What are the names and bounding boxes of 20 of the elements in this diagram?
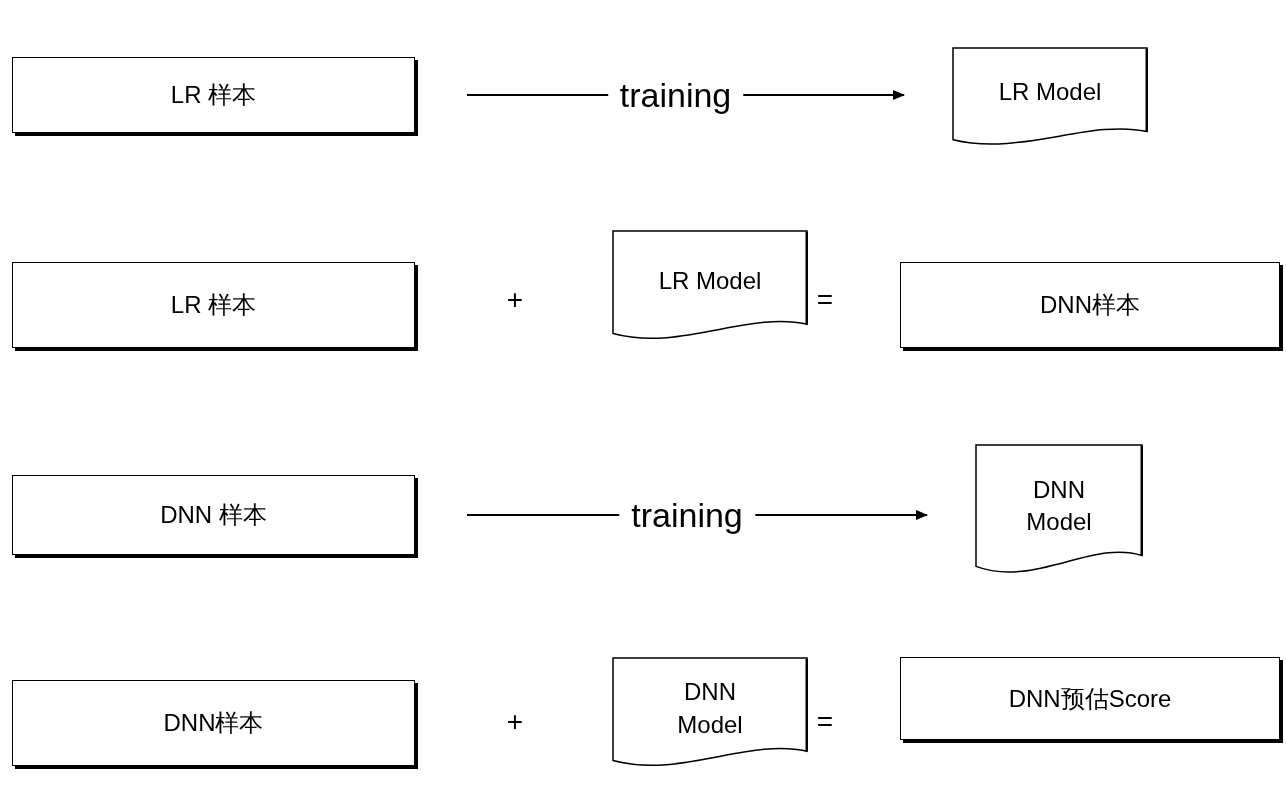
node-text: DNN预估Score [1008,683,1172,714]
operator-symbol: = [816,708,834,736]
process-box [12,475,415,555]
node-text: LR 样本 [170,80,257,110]
node-text: LR Model [657,266,763,297]
operator-symbol: + [506,708,524,736]
process-box [12,680,415,766]
process-box [12,262,415,348]
operator-symbol: = [816,286,834,314]
operator-symbol: + [506,286,524,314]
node-text: LR Model [997,77,1103,108]
process-box [12,57,415,133]
node-text: DNN 样本 [160,500,267,530]
process-box [900,657,1280,740]
node-text: DNN样本 [1040,290,1140,320]
process-box [900,262,1280,348]
node-text: DNN样本 [163,708,264,738]
node-text: LR 样本 [170,290,257,320]
node-text: DNN Model [1025,474,1093,537]
node-text: DNN Model [676,677,744,740]
